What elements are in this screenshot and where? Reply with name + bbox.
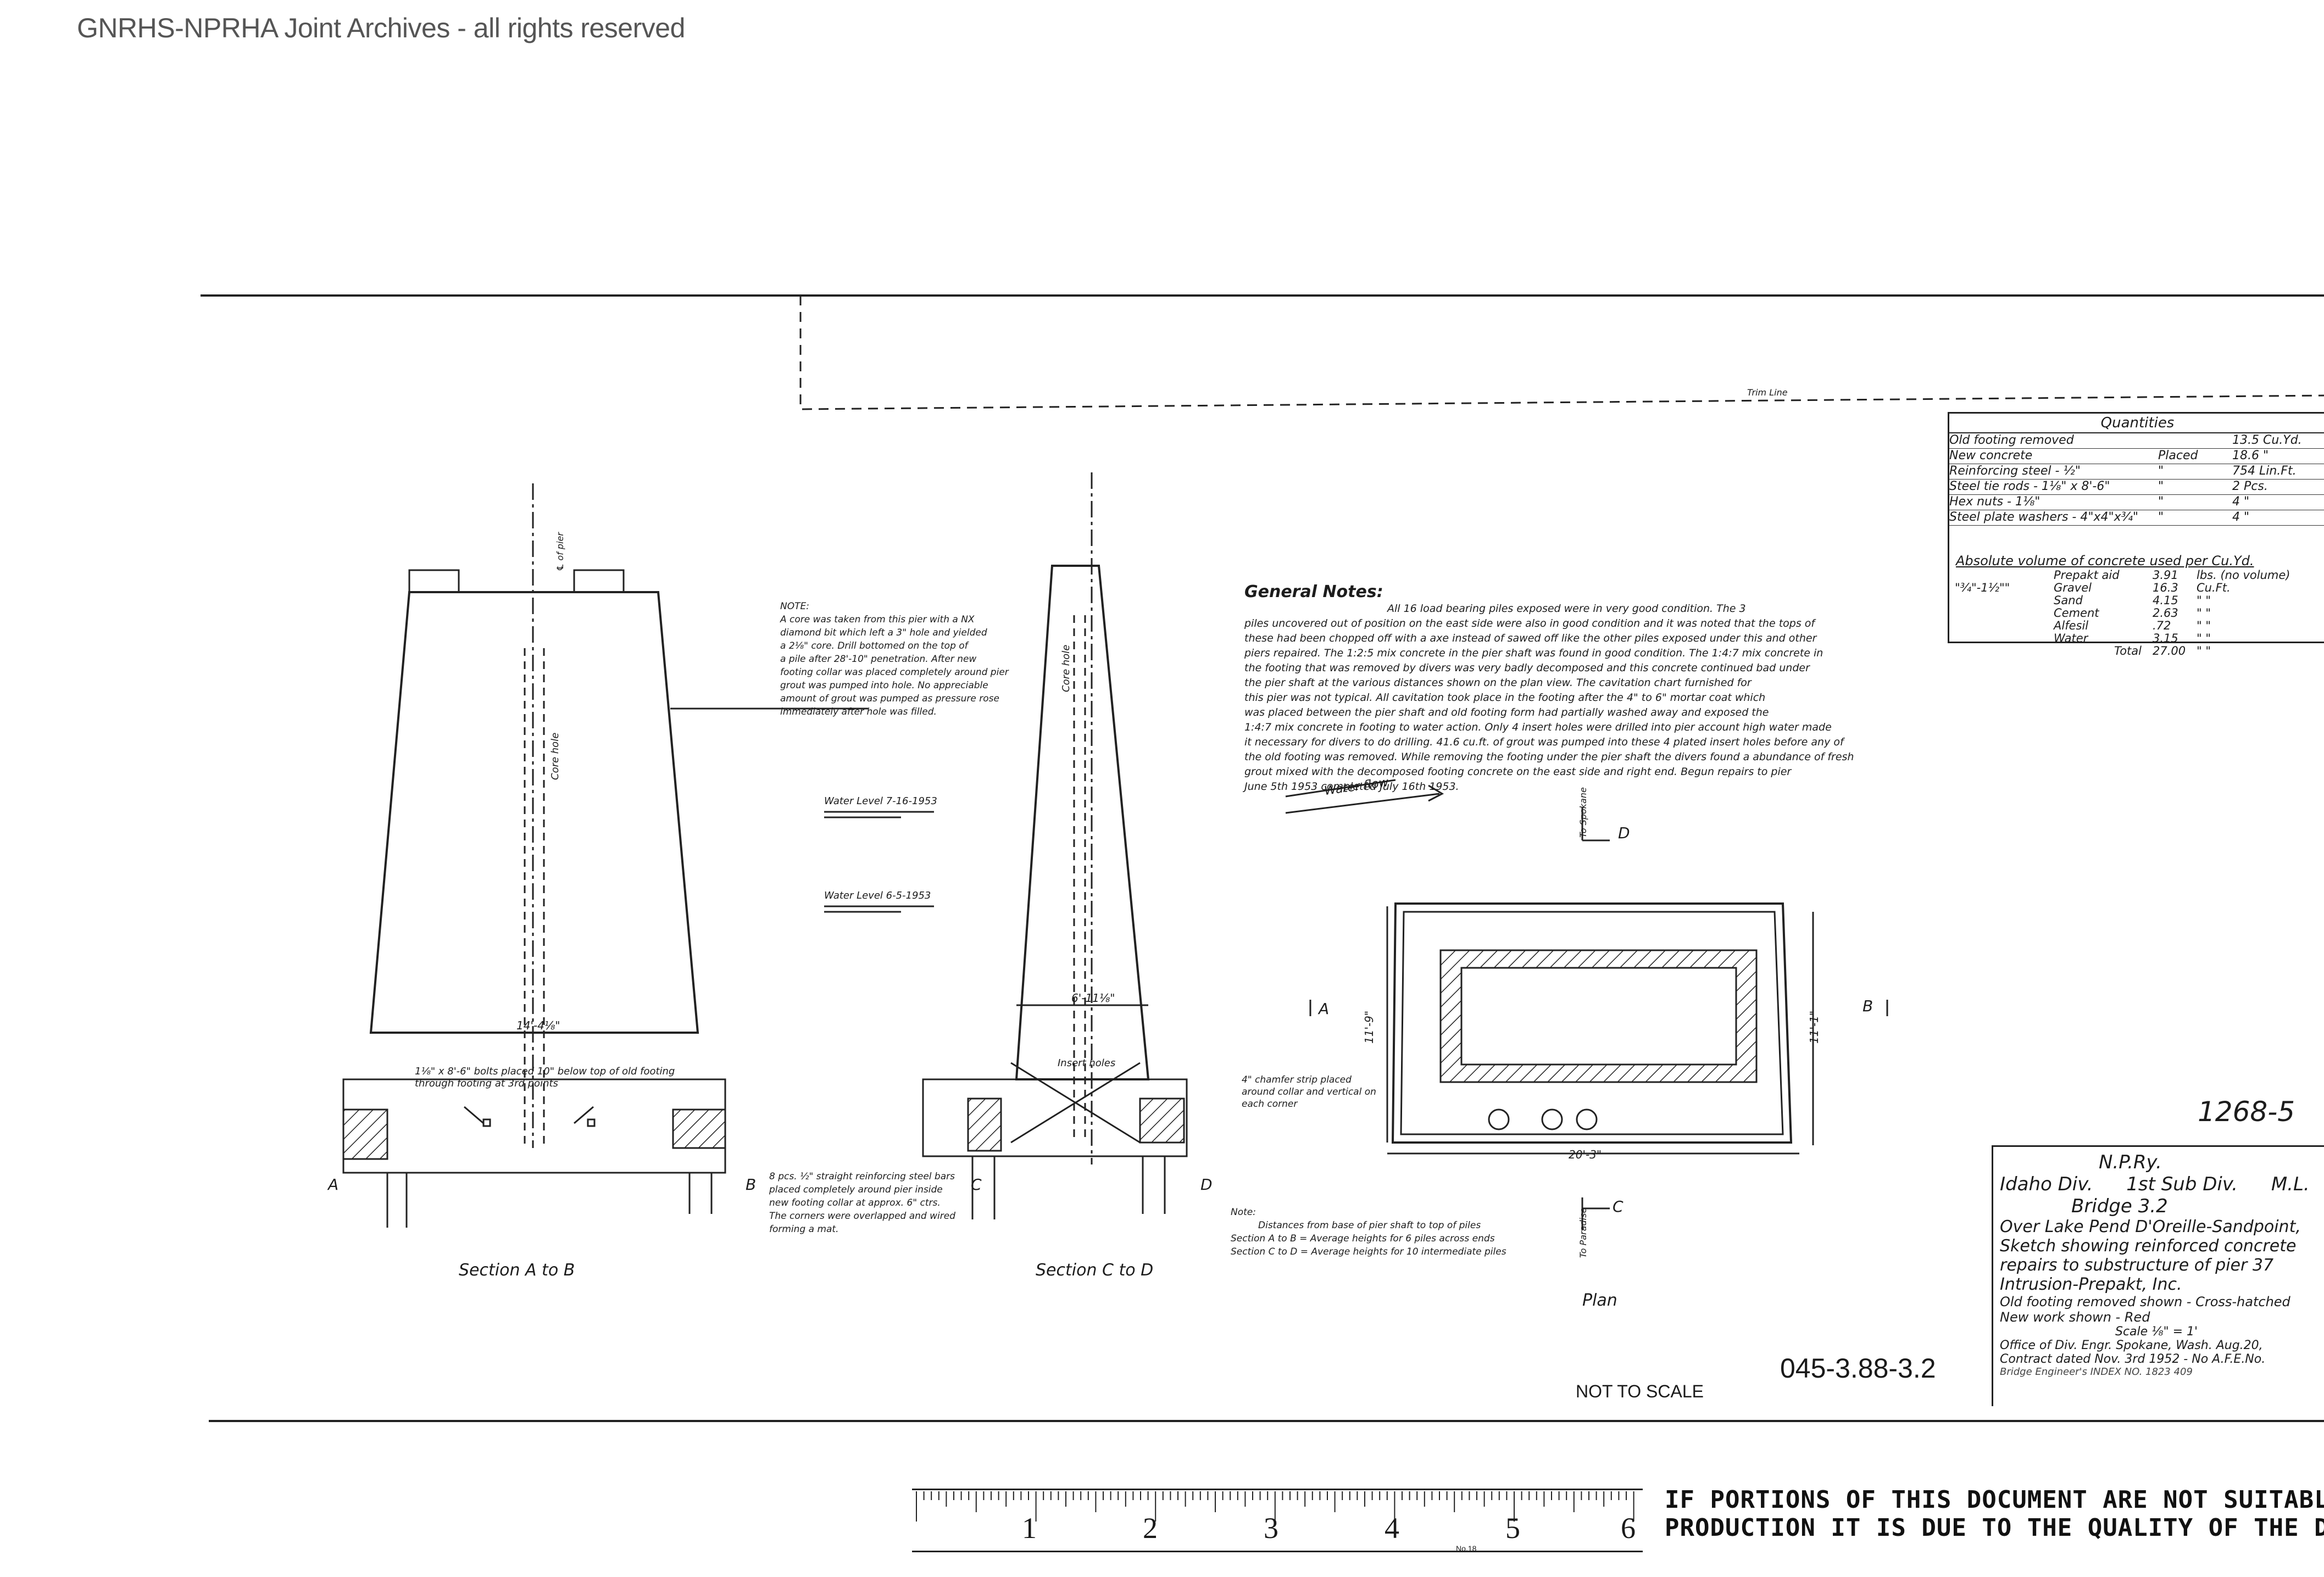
railway-name: N.P.Ry.: [2099, 1151, 2162, 1173]
insert-holes-label: Insert holes: [1058, 1057, 1116, 1069]
dim-width-a: 14'-4⅛": [516, 1019, 560, 1032]
desc-line-3: repairs to substructure of pier 37: [2000, 1256, 2274, 1275]
title-block: N.P.Ry. Idaho Div. 1st Sub Div. M.L. Bri…: [1992, 1145, 2324, 1406]
marker-c: C: [971, 1175, 982, 1194]
table-row: Steel plate washers - 4"x4"x¾""4 ": [1949, 510, 2324, 526]
drawing-number: 045-3.88-3.2: [1780, 1353, 1936, 1384]
archive-watermark: GNRHS-NPRHA Joint Archives - all rights …: [77, 13, 685, 43]
absolute-volume-title: Absolute volume of concrete used per Cu.…: [1956, 553, 2254, 569]
stamp-line-1: IF PORTIONS OF THIS DOCUMENT ARE NOT SUI…: [1665, 1486, 2324, 1514]
table-row: Alfesil.72" ": [2054, 619, 2211, 632]
ruler-ticks: [916, 1491, 1634, 1522]
scale-line: Scale ⅛" = 1': [2115, 1325, 2198, 1339]
pier-centerline-label: ℄ of pier: [555, 532, 565, 571]
contract-line: Contract dated Nov. 3rd 1952 - No A.F.E.…: [2000, 1352, 2266, 1366]
quantities-title: Quantities: [1949, 414, 2324, 433]
general-notes-title: General Notes:: [1244, 582, 1383, 601]
stamp-line-2: PRODUCTION IT IS DUE TO THE QUALITY OF T…: [1665, 1514, 2324, 1542]
ruler-number: 6: [1621, 1512, 1636, 1545]
distance-note: Note: Distances from base of pier shaft …: [1231, 1207, 1506, 1257]
marker-d: D: [1200, 1175, 1213, 1194]
section-a-b-caption: Section A to B: [459, 1261, 575, 1280]
rebar-note: 8 pcs. ½" straight reinforcing steel bar…: [769, 1171, 955, 1235]
core-hole-label-a: Core hole: [549, 732, 561, 780]
core-note: NOTE: A core was taken from this pier wi…: [780, 601, 1009, 717]
desc-line-1: Over Lake Pend D'Oreille-Sandpoint,: [2000, 1217, 2301, 1236]
ruler-label: No.18: [1456, 1544, 1477, 1553]
desc-line-4: Intrusion-Prepakt, Inc.: [2000, 1275, 2182, 1294]
bolts-note: 1⅛" x 8'-6" bolts placed 10" below top o…: [415, 1066, 675, 1089]
legend-line-2: New work shown - Red: [2000, 1309, 2150, 1325]
plan-marker-d: D: [1618, 824, 1630, 842]
plan-view: [1309, 807, 1888, 1230]
dim-width-c: 6'-11⅛": [1071, 991, 1115, 1005]
dim-plan-height-2: 11'-1": [1808, 1010, 1821, 1044]
not-to-scale: NOT TO SCALE: [1576, 1381, 1704, 1401]
water-level-label-2: Water Level 6-5-1953: [824, 890, 931, 901]
ruler-numbers: 1 2 3 4 5 6: [912, 1511, 1643, 1545]
reproduction-stamp: IF PORTIONS OF THIS DOCUMENT ARE NOT SUI…: [1665, 1486, 2324, 1542]
water-level-label-1: Water Level 7-16-1953: [824, 795, 937, 807]
measuring-ruler: 1 2 3 4 5 6 No.18: [912, 1489, 1643, 1553]
index-line: Bridge Engineer's INDEX NO. 1823 409: [2000, 1366, 2193, 1378]
ruler-number: 2: [1143, 1512, 1158, 1545]
plan-caption: Plan: [1582, 1291, 1617, 1310]
office-line: Office of Div. Engr. Spokane, Wash. Aug.…: [2000, 1339, 2263, 1352]
table-row: Hex nuts - 1⅛""4 ": [1949, 495, 2324, 510]
ruler-number: 4: [1385, 1512, 1399, 1545]
dim-plan-length: 20'-3": [1569, 1148, 1602, 1161]
core-hole-label: Core hole: [1060, 644, 1072, 692]
section-c-d-caption: Section C to D: [1036, 1261, 1154, 1280]
dim-plan-height: 11'-9": [1363, 1010, 1376, 1044]
legend-line-1: Old footing removed shown - Cross-hatche…: [2000, 1294, 2290, 1309]
ruler-number: 3: [1264, 1512, 1278, 1545]
plan-marker-b: B: [1862, 997, 1873, 1015]
plan-marker-c: C: [1613, 1197, 1624, 1216]
to-spokane-label: To Spokane: [1578, 787, 1588, 838]
general-notes: General Notes: All 16 load bearing piles…: [1244, 582, 1854, 793]
ruler-number: 5: [1505, 1512, 1520, 1545]
table-row: Steel tie rods - 1⅛" x 8'-6""2 Pcs.: [1949, 480, 2324, 495]
marker-a: A: [328, 1175, 339, 1194]
desc-line-2: Sketch showing reinforced concrete: [2000, 1236, 2297, 1256]
section-c-d-pier: [922, 472, 1188, 1219]
dashed-frame: [799, 296, 2324, 410]
chamfer-note: 4" chamfer strip placed around collar an…: [1242, 1074, 1376, 1110]
trim-line-label: Trim Line: [1747, 387, 1788, 398]
table-row: Reinforcing steel - ½""754 Lin.Ft.: [1949, 464, 2324, 480]
handwritten-number: 1268-5: [2198, 1096, 2295, 1128]
bridge-number: Bridge 3.2: [2071, 1195, 2168, 1217]
ruler-number: 1: [1022, 1512, 1037, 1545]
plan-marker-a: A: [1319, 1000, 1330, 1018]
section-a-b-pier: [342, 483, 868, 1228]
division-line: Idaho Div. 1st Sub Div. M.L.: [2000, 1173, 2310, 1195]
marker-b: B: [746, 1175, 757, 1194]
